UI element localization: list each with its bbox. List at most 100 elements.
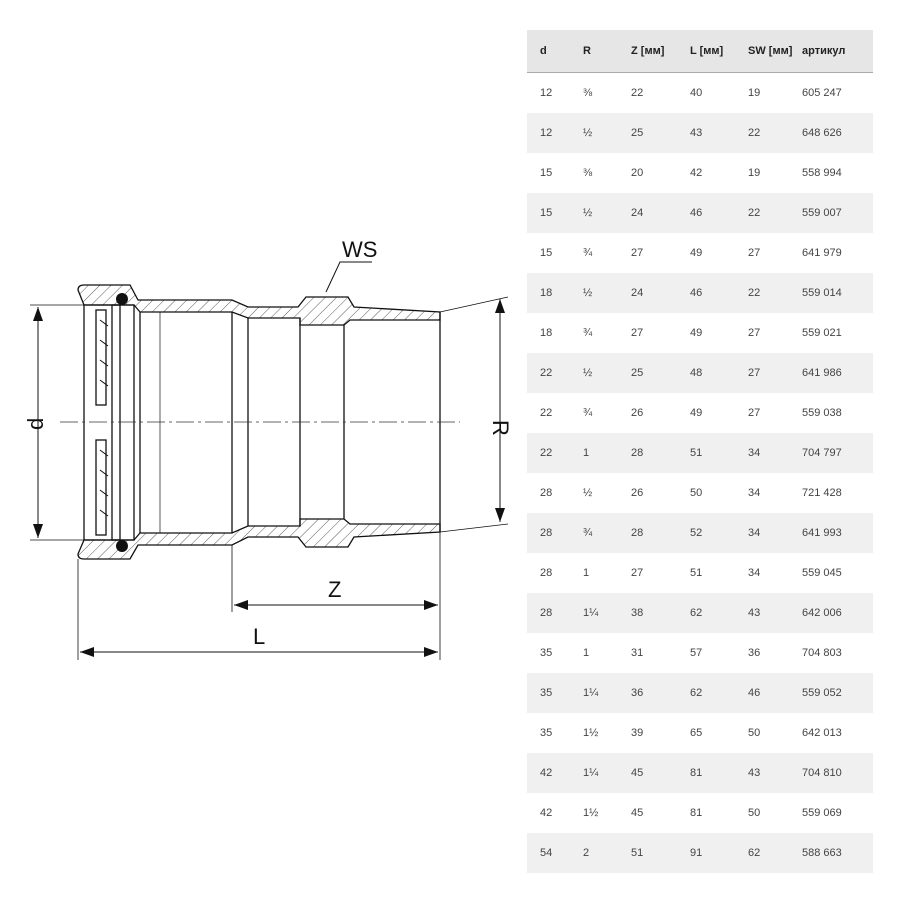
table-cell: 27 xyxy=(631,567,644,579)
table-cell: 1¼ xyxy=(583,673,631,713)
table-cell: 22 xyxy=(748,273,802,313)
table-cell: 27 xyxy=(748,247,761,259)
table-cell: 1¼ xyxy=(583,593,631,633)
table-cell: ¾ xyxy=(583,247,593,259)
table-cell: 22 xyxy=(748,113,802,153)
table-cell: ½ xyxy=(583,273,631,313)
table-cell: 641 979 xyxy=(802,247,842,259)
table-cell: 558 994 xyxy=(802,167,842,179)
label-d: d xyxy=(23,418,48,430)
table-cell: ½ xyxy=(583,353,631,393)
table-cell: 559 069 xyxy=(802,807,842,819)
table-cell: 1½ xyxy=(583,807,599,819)
table-cell: ½ xyxy=(583,487,593,499)
table-cell: 18 xyxy=(540,327,553,339)
fitting-body xyxy=(77,284,441,560)
table-cell: 1 xyxy=(583,567,590,579)
label-l: L xyxy=(253,624,265,649)
table-cell: 62 xyxy=(690,593,748,633)
column-header: SW [мм] xyxy=(748,30,802,73)
table-cell: 12 xyxy=(540,87,553,99)
table-cell: 26 xyxy=(631,407,644,419)
table-cell: 704 803 xyxy=(802,647,842,659)
table-cell: 46 xyxy=(748,673,802,713)
table-cell: 35 xyxy=(527,673,583,713)
table-cell: 28 xyxy=(540,567,553,579)
table-cell: 42 xyxy=(690,167,703,179)
table-cell: 641 993 xyxy=(802,513,873,553)
table-cell: 28 xyxy=(631,513,690,553)
table-cell: 15 xyxy=(540,247,553,259)
table-cell: 65 xyxy=(690,727,703,739)
table-cell: 12 xyxy=(527,113,583,153)
table-cell: 559 014 xyxy=(802,273,873,313)
table-cell: 28 xyxy=(527,513,583,553)
table-cell: 1¼ xyxy=(583,753,631,793)
table-cell: 559 052 xyxy=(802,673,873,713)
table-cell: 20 xyxy=(631,167,644,179)
extension-lines xyxy=(30,296,509,660)
table-cell: 51 xyxy=(690,433,748,473)
table-cell: 642 006 xyxy=(802,593,873,633)
table-cell: 46 xyxy=(690,193,748,233)
label-z: Z xyxy=(328,577,341,602)
table-cell: 27 xyxy=(748,353,802,393)
table-cell: ¾ xyxy=(583,327,593,339)
table-cell: 25 xyxy=(631,353,690,393)
table-cell: 588 663 xyxy=(802,833,873,873)
table-cell: 34 xyxy=(748,487,761,499)
table-cell: 62 xyxy=(690,673,748,713)
fitting-technical-drawing: WS d R Z L xyxy=(23,237,513,660)
table-cell: 2 xyxy=(583,833,631,873)
table-cell: 22 xyxy=(748,193,802,233)
table-cell: 22 xyxy=(527,433,583,473)
table-cell: 19 xyxy=(748,87,761,99)
table-cell: 1 xyxy=(583,433,631,473)
table-cell: 642 013 xyxy=(802,727,842,739)
table-cell: 50 xyxy=(690,487,703,499)
table-cell: 1 xyxy=(583,647,590,659)
table-cell: 45 xyxy=(631,753,690,793)
table-cell: 31 xyxy=(631,647,644,659)
table-cell: 28 xyxy=(527,593,583,633)
table-cell: 48 xyxy=(690,353,748,393)
table-cell: 34 xyxy=(748,567,761,579)
label-r: R xyxy=(488,420,513,436)
table-cell: 1½ xyxy=(583,727,599,739)
column-header: R xyxy=(583,30,631,73)
table-cell: 27 xyxy=(748,327,761,339)
table-cell: 24 xyxy=(631,273,690,313)
table-cell: 648 626 xyxy=(802,113,873,153)
table-cell: 559 038 xyxy=(802,407,842,419)
table-cell: 35 xyxy=(540,647,553,659)
table-cell: 51 xyxy=(690,567,703,579)
table-cell: 24 xyxy=(631,193,690,233)
table-cell: 43 xyxy=(748,753,802,793)
table-cell: ⅜ xyxy=(583,87,593,99)
table-cell: 605 247 xyxy=(802,87,842,99)
table-cell: 42 xyxy=(527,753,583,793)
table-cell: 704 797 xyxy=(802,433,873,473)
table-cell: ¾ xyxy=(583,407,593,419)
table-cell: 51 xyxy=(631,833,690,873)
table-cell: 26 xyxy=(631,487,644,499)
table-cell: 38 xyxy=(631,593,690,633)
table-cell: ⅜ xyxy=(583,167,593,179)
column-header: артикул xyxy=(802,30,873,73)
table-cell: ½ xyxy=(583,193,631,233)
table-cell: 28 xyxy=(631,433,690,473)
table-cell: 43 xyxy=(748,593,802,633)
